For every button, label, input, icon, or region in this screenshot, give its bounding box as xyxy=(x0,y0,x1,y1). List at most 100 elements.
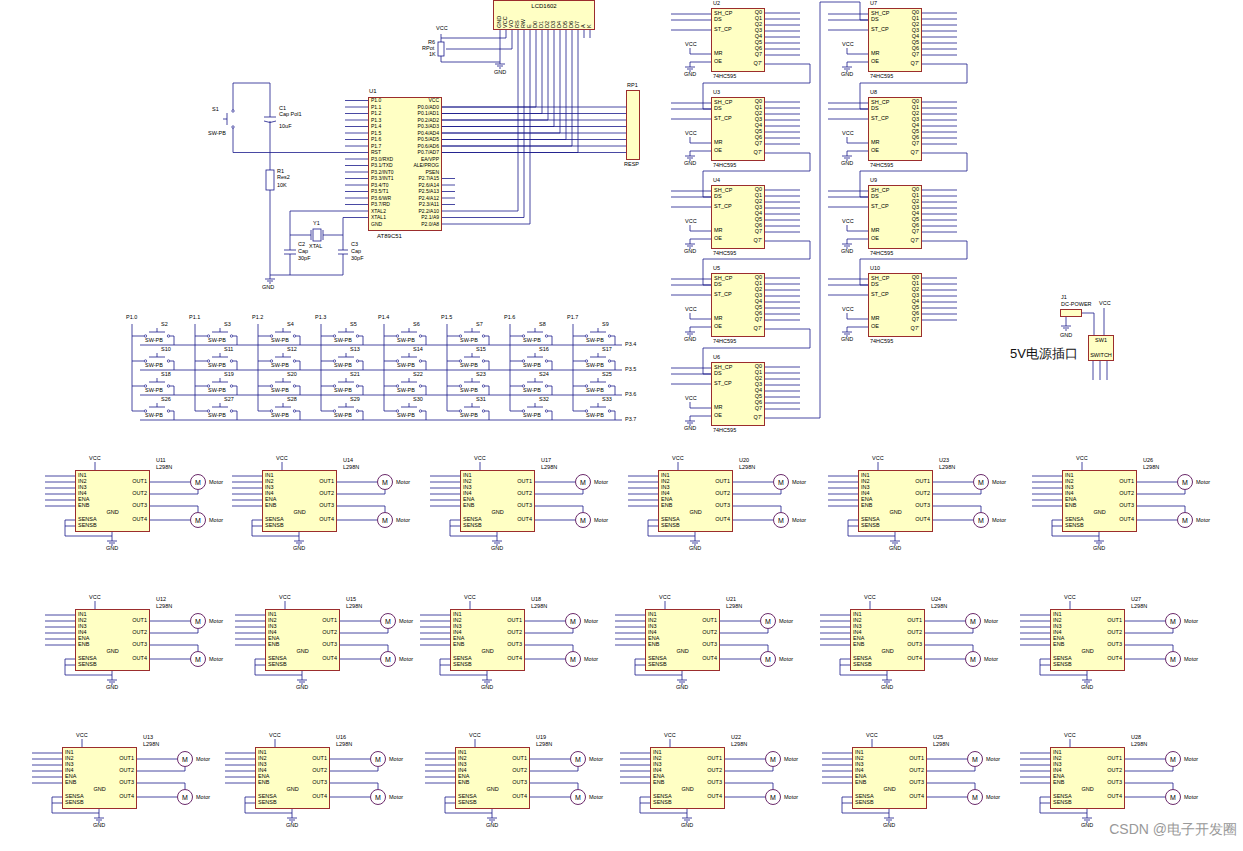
wire xyxy=(922,144,957,145)
net-label: GND xyxy=(494,70,506,76)
wire xyxy=(765,373,800,374)
net-label: GND xyxy=(286,823,298,829)
part-name: L298N xyxy=(156,604,172,610)
pin-name: SENSA xyxy=(653,794,672,800)
shift-register: U974HC595SH_CPDSST_CPMROEQ0Q1Q2Q3Q4Q5Q6Q… xyxy=(868,185,922,249)
pin-name: ENB xyxy=(258,780,269,786)
pin-name: IN3 xyxy=(855,762,864,768)
net-label: S6 xyxy=(413,322,420,328)
part-name: L298N xyxy=(541,465,557,471)
wire xyxy=(95,601,96,609)
wire xyxy=(1052,526,1062,527)
switch-plunger xyxy=(149,353,165,357)
pin-name: SENSB xyxy=(265,523,284,529)
wire xyxy=(1070,601,1071,609)
part-name: Motor xyxy=(784,757,798,763)
wire xyxy=(45,633,75,634)
wire xyxy=(425,765,455,766)
wire xyxy=(321,411,333,412)
wire xyxy=(345,146,368,147)
pin-name: Q5 xyxy=(912,40,919,46)
wire xyxy=(442,152,626,153)
pin-name: Q6 xyxy=(912,311,919,317)
wire xyxy=(45,621,75,622)
pin-name: P2.2/A10 xyxy=(418,209,439,214)
pin-name: IN2 xyxy=(661,479,670,485)
net-label: SW-PB xyxy=(145,388,163,394)
wire xyxy=(447,411,459,412)
net-label: SW-PB xyxy=(397,338,415,344)
net-label: SW-PB xyxy=(334,363,352,369)
pin-name: IN2 xyxy=(258,756,267,762)
motor-mark: M xyxy=(766,756,780,763)
motor-mark: M xyxy=(974,517,988,524)
net-label: VCC xyxy=(1076,456,1088,462)
wire xyxy=(765,55,800,56)
motor-driver: U23L298NIN1IN2IN3IN4ENAENBSENSASENSBOUT1… xyxy=(858,470,933,532)
lcd-module: LCD1602GNDVCCVORSRWED0D1D2D3D4D5D6D7AK xyxy=(493,0,595,30)
switch-contact xyxy=(545,385,547,387)
wire xyxy=(922,314,957,315)
switch-contact xyxy=(545,360,547,362)
part-name: 74HC595 xyxy=(713,428,736,434)
pin-name: OUT4 xyxy=(915,517,930,523)
wire xyxy=(345,107,368,108)
pin-name: DS xyxy=(714,282,722,288)
wire xyxy=(828,30,868,31)
switch-contact xyxy=(419,410,421,412)
switch-contact xyxy=(144,410,146,412)
pin-name: Q4 xyxy=(912,211,919,217)
wire xyxy=(95,462,96,470)
pin-name: SENSB xyxy=(861,523,880,529)
wire xyxy=(258,386,270,387)
pin-name: OE xyxy=(714,236,722,242)
net-label: S18 xyxy=(161,372,171,378)
part-name: Motor xyxy=(986,795,1000,801)
motor-mark: M xyxy=(766,794,780,801)
net-label: SW-PB xyxy=(460,413,478,419)
wire xyxy=(442,30,566,140)
net-label: VCC xyxy=(1064,595,1076,601)
wire xyxy=(765,379,800,380)
pin-name: Q4 xyxy=(755,211,762,217)
wire xyxy=(611,361,615,370)
pin-name: RW xyxy=(521,19,527,28)
wire xyxy=(132,411,144,412)
wire xyxy=(922,190,957,191)
ground-symbol xyxy=(297,680,307,684)
wire xyxy=(422,336,426,345)
pin-name: SH_CP xyxy=(714,365,732,371)
wire xyxy=(828,295,868,296)
shift-register: U874HC595SH_CPDSST_CPMROEQ0Q1Q2Q3Q4Q5Q6Q… xyxy=(868,97,922,161)
wire xyxy=(1125,645,1173,651)
wire xyxy=(232,482,262,483)
part-name: Motor xyxy=(792,518,806,524)
pin-name: SENSB xyxy=(853,662,872,668)
net-label: VCC xyxy=(866,733,878,739)
net-label: VCC xyxy=(685,307,697,313)
wire xyxy=(245,803,255,804)
wire xyxy=(420,627,450,628)
switch-contact xyxy=(230,410,232,412)
pin-name: RST xyxy=(371,150,381,155)
wire xyxy=(922,290,957,291)
motor-driver: U13L298NIN1IN2IN3IN4ENAENBSENSASENSBOUT1… xyxy=(62,747,137,809)
switch-plunger xyxy=(275,328,291,332)
wire xyxy=(765,114,800,115)
wire xyxy=(258,411,270,412)
wire xyxy=(822,783,852,784)
wire xyxy=(927,759,967,760)
pin-name: OUT1 xyxy=(132,479,147,485)
motor-symbol: MMotor xyxy=(967,789,983,805)
wire xyxy=(765,102,800,103)
pin-name: OUT4 xyxy=(1107,794,1122,800)
switch-contact xyxy=(482,410,484,412)
wire xyxy=(725,759,765,760)
pin-name: OUT2 xyxy=(132,491,147,497)
switch-contact xyxy=(144,335,146,337)
ground-symbol xyxy=(842,156,852,160)
wire xyxy=(671,368,711,369)
pin-name: P2.7/A15 xyxy=(418,176,439,181)
switch-contact xyxy=(293,335,295,337)
net-label: GND xyxy=(889,546,901,552)
